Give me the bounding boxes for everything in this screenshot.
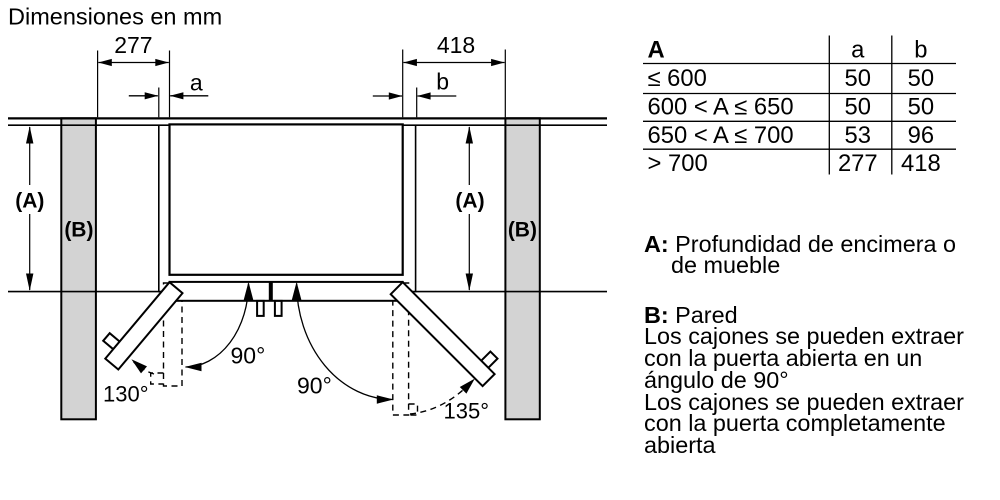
svg-text:(A): (A) xyxy=(15,190,44,213)
svg-text:50: 50 xyxy=(845,65,871,92)
svg-text:418: 418 xyxy=(901,150,941,177)
svg-text:Dimensiones en mm: Dimensiones en mm xyxy=(8,4,222,30)
svg-text:53: 53 xyxy=(845,122,871,149)
svg-text:(B): (B) xyxy=(508,219,537,242)
svg-text:650 < A ≤ 700: 650 < A ≤ 700 xyxy=(648,122,794,149)
svg-text:50: 50 xyxy=(908,65,934,92)
svg-text:A: A xyxy=(648,37,665,64)
svg-text:90°: 90° xyxy=(231,343,266,369)
svg-text:277: 277 xyxy=(838,150,878,177)
svg-text:600 < A ≤ 650: 600 < A ≤ 650 xyxy=(648,94,794,121)
svg-text:a: a xyxy=(851,37,865,64)
svg-text:(A): (A) xyxy=(455,190,484,213)
svg-text:b: b xyxy=(914,37,927,64)
svg-text:135°: 135° xyxy=(444,399,490,424)
svg-text:50: 50 xyxy=(845,94,871,121)
svg-text:96: 96 xyxy=(908,122,934,149)
svg-text:> 700: > 700 xyxy=(648,150,708,177)
svg-text:b: b xyxy=(436,69,449,95)
svg-text:50: 50 xyxy=(908,94,934,121)
svg-text:(B): (B) xyxy=(64,219,93,242)
svg-text:277: 277 xyxy=(114,32,152,58)
svg-text:a: a xyxy=(190,70,203,96)
svg-text:418: 418 xyxy=(437,32,475,58)
svg-text:90°: 90° xyxy=(297,373,332,399)
svg-text:130°: 130° xyxy=(103,382,149,407)
svg-text:≤ 600: ≤ 600 xyxy=(648,65,707,92)
